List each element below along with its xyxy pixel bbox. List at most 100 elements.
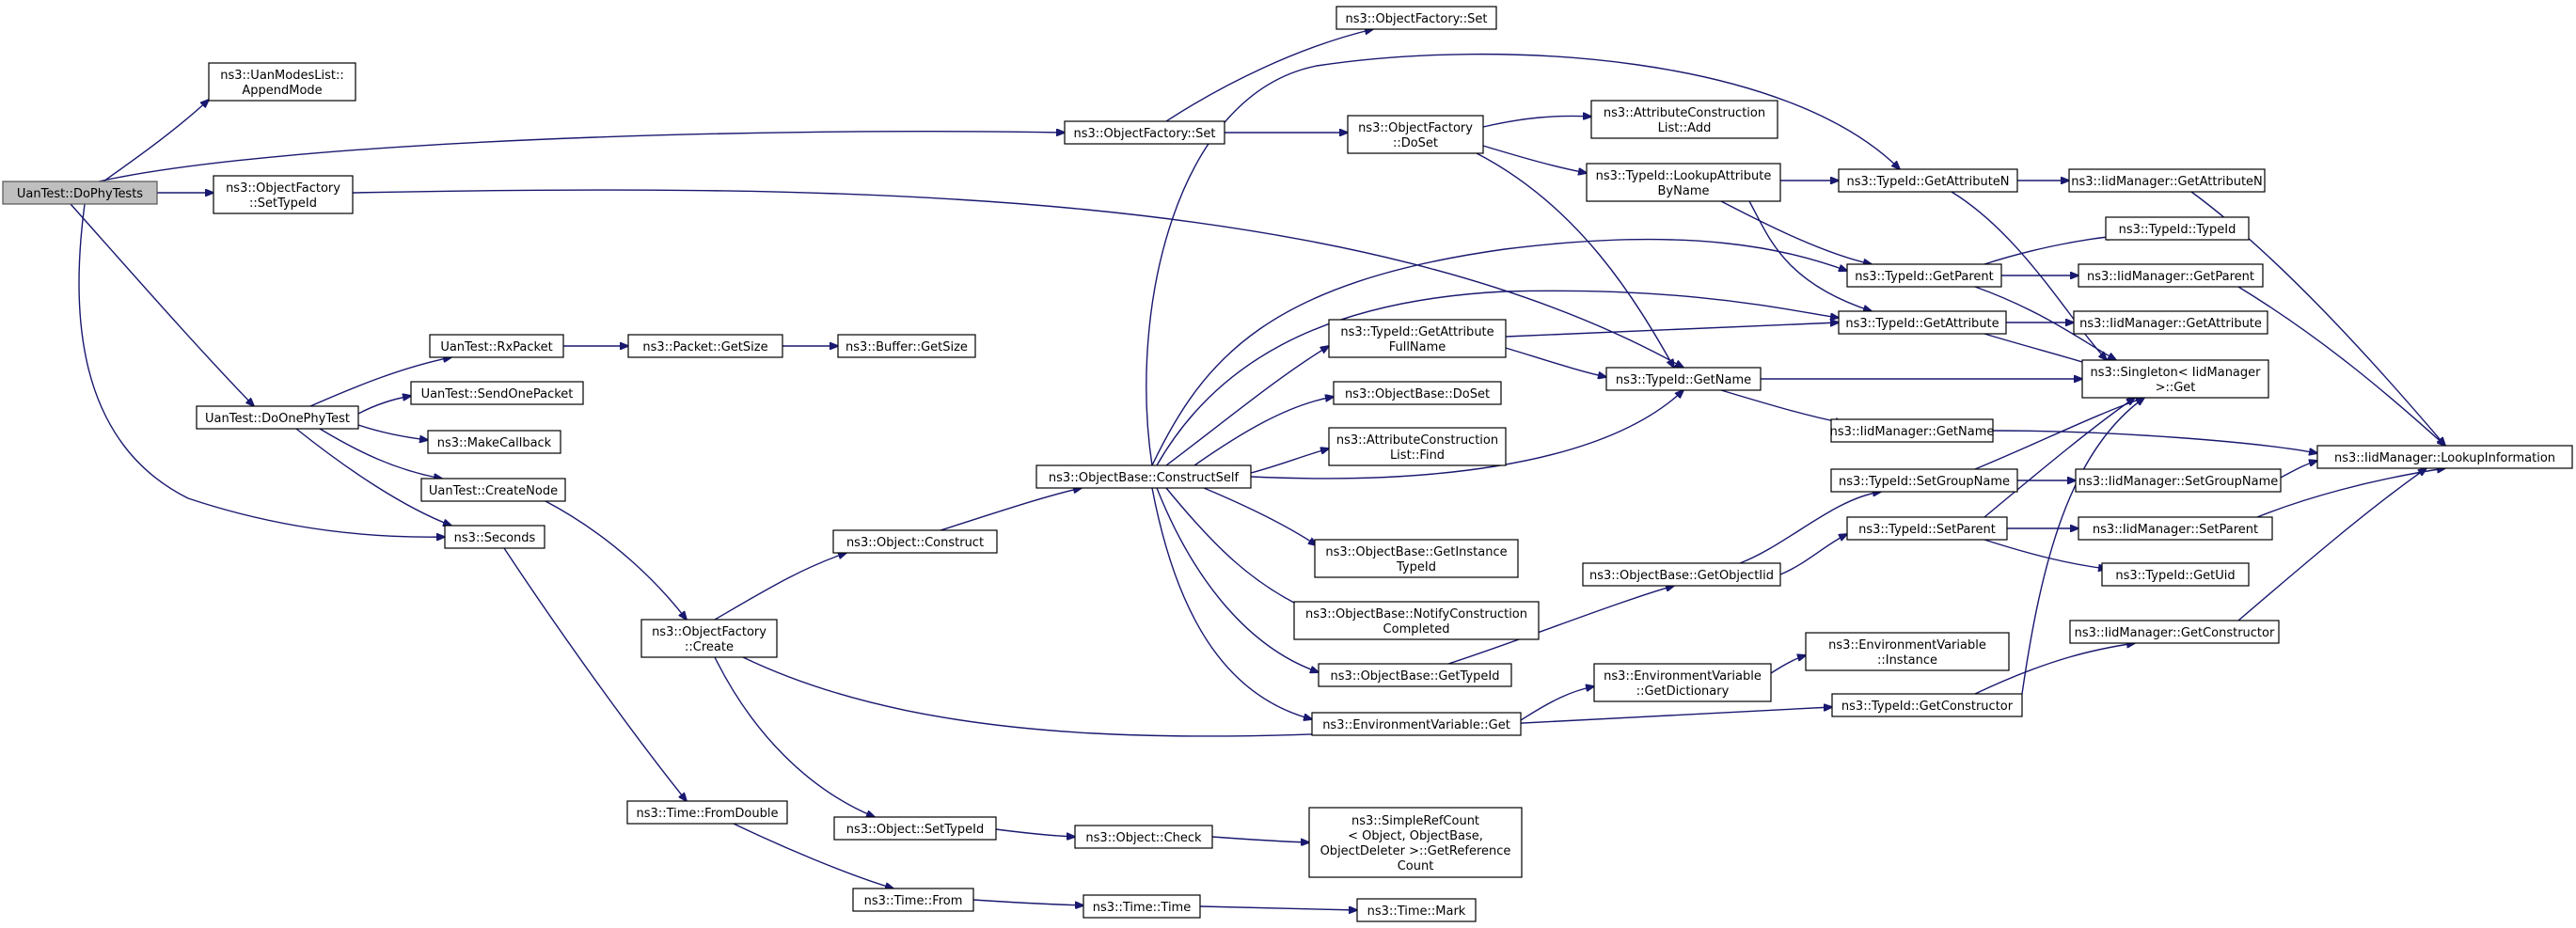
node-iidsetgroupname[interactable]: ns3::IidManager::SetGroupName (2075, 468, 2282, 493)
node-ofdoset[interactable]: ns3::ObjectFactory::DoSet (1347, 115, 1484, 154)
node-label: ns3::Object::Construct (846, 536, 984, 550)
node-label: ns3::IidManager::GetAttributeN (2071, 175, 2263, 189)
node-objconstruct[interactable]: ns3::Object::Construct (832, 529, 998, 554)
node-getconstructor[interactable]: ns3::TypeId::GetConstructor (1831, 693, 2023, 717)
node-getattribute[interactable]: ns3::TypeId::GetAttribute (1838, 310, 2007, 335)
node-getuid[interactable]: ns3::TypeId::GetUid (2101, 562, 2250, 587)
edge-timetime-to-timemark (1199, 905, 1357, 910)
node-label: ns3::EnvironmentVariable (1828, 638, 1986, 653)
node-envgetdict[interactable]: ns3::EnvironmentVariable::GetDictionary (1593, 663, 1772, 702)
node-label: ns3::ObjectFactory (1358, 121, 1473, 135)
edge-constructself-to-getparent (1151, 238, 1847, 466)
node-setgroupname[interactable]: ns3::TypeId::SetGroupName (1830, 468, 2018, 493)
edge-constructself-to-getattribute (1156, 290, 1839, 466)
edge-root-to-uanmodes (103, 100, 209, 182)
edge-obgetobjectiid-to-setparent (1779, 534, 1847, 575)
edge-doonephy-to-rxpacket (309, 357, 451, 407)
node-label: ns3::UanModesList:: (220, 69, 343, 83)
node-timemark[interactable]: ns3::Time::Mark (1356, 898, 1477, 922)
node-label: AppendMode (242, 84, 322, 98)
node-label: ns3::ObjectBase::NotifyConstruction (1305, 607, 1527, 621)
node-label: ns3::TypeId::GetAttributeN (1846, 175, 2009, 189)
edge-getconstructor-to-singleton (2021, 398, 2144, 695)
edge-getattrfullname-to-getattribute (1505, 322, 1839, 338)
node-iidgetattribute[interactable]: ns3::IidManager::GetAttribute (2073, 310, 2268, 335)
node-label: ns3::EnvironmentVariable::Get (1322, 718, 1510, 732)
edge-objcheck-to-simplerefcount (1211, 836, 1309, 842)
edge-ofdoset-to-lookupbyname (1482, 145, 1587, 173)
node-label: UanTest::CreateNode (429, 484, 558, 498)
node-obgetobjectiid[interactable]: ns3::ObjectBase::GetObjectIid (1582, 562, 1781, 587)
node-getparent[interactable]: ns3::TypeId::GetParent (1846, 263, 2002, 288)
node-doonephy[interactable]: UanTest::DoOnePhyTest (196, 405, 359, 430)
edge-ofsettypeid-to-getname (352, 189, 1683, 368)
node-timefrom[interactable]: ns3::Time::From (852, 888, 974, 912)
node-label: UanTest::DoOnePhyTest (205, 412, 350, 426)
node-timetime[interactable]: ns3::Time::Time (1083, 894, 1201, 919)
node-label: ns3::IidManager::GetName (1830, 425, 1995, 439)
node-iidgetattrn[interactable]: ns3::IidManager::GetAttributeN (2068, 168, 2266, 193)
edge-constructself-to-ofset2 (1146, 53, 1900, 466)
node-label: ns3::IidManager::LookupInformation (2334, 451, 2555, 465)
node-iidgetparent[interactable]: ns3::IidManager::GetParent (2078, 263, 2264, 288)
node-envinstance[interactable]: ns3::EnvironmentVariable::Instance (1805, 632, 2010, 671)
node-bufgetsize[interactable]: ns3::Buffer::GetSize (837, 334, 976, 358)
node-timefromdouble[interactable]: ns3::Time::FromDouble (626, 800, 788, 825)
node-seconds[interactable]: ns3::Seconds (444, 525, 545, 549)
node-getattrn[interactable]: ns3::TypeId::GetAttributeN (1838, 168, 2018, 193)
node-getname[interactable]: ns3::TypeId::GetName (1605, 367, 1762, 391)
node-obdoset[interactable]: ns3::ObjectBase::DoSet (1333, 381, 1502, 405)
node-sendone[interactable]: UanTest::SendOnePacket (410, 381, 584, 405)
node-label: ns3::Time::Mark (1367, 904, 1466, 919)
node-label: < Object, ObjectBase, (1348, 829, 1483, 843)
node-ofset[interactable]: ns3::ObjectFactory::Set (1064, 120, 1225, 145)
node-ofcreate[interactable]: ns3::ObjectFactory::Create (640, 619, 778, 658)
edge-timefrom-to-timetime (972, 899, 1083, 905)
node-simplerefcount[interactable]: ns3::SimpleRefCount< Object, ObjectBase,… (1308, 807, 1523, 878)
node-envget[interactable]: ns3::EnvironmentVariable::Get (1311, 712, 1522, 736)
edge-root-to-doonephy (70, 203, 254, 406)
node-setparent[interactable]: ns3::TypeId::SetParent (1846, 516, 2008, 541)
node-lookupinfo[interactable]: ns3::IidManager::LookupInformation (2316, 445, 2573, 469)
node-makecallback[interactable]: ns3::MakeCallback (427, 430, 561, 454)
node-obgettypeid[interactable]: ns3::ObjectBase::GetTypeId (1318, 663, 1512, 687)
node-typeidtypeid[interactable]: ns3::TypeId::TypeId (2105, 216, 2250, 241)
edge-iidgetconstructor-to-lookupinfo (2237, 468, 2426, 621)
edge-seconds-to-timefromdouble (503, 547, 687, 801)
node-uanmodes[interactable]: ns3::UanModesList::AppendMode (208, 62, 356, 102)
node-createnode[interactable]: UanTest::CreateNode (420, 478, 566, 502)
node-constructself[interactable]: ns3::ObjectBase::ConstructSelf (1035, 464, 1252, 489)
node-iidsetparent[interactable]: ns3::IidManager::SetParent (2078, 516, 2273, 541)
edge-getparent-to-singleton (1974, 286, 2116, 360)
node-pktgetsize[interactable]: ns3::Packet::GetSize (627, 334, 783, 358)
node-label: >::Get (2156, 381, 2196, 395)
node-ofsettypeid[interactable]: ns3::ObjectFactory::SetTypeId (213, 175, 354, 214)
node-label: ns3::TypeId::GetName (1616, 373, 1751, 387)
node-root[interactable]: UanTest::DoPhyTests (2, 181, 158, 205)
edge-iidsetgroupname-to-lookupinfo (2280, 461, 2317, 479)
edge-getparent-to-typeidtypeid (1983, 236, 2116, 265)
edge-setparent-to-getuid (1983, 539, 2107, 569)
edge-root-to-seconds (78, 203, 445, 537)
node-label: ns3::EnvironmentVariable (1604, 669, 1762, 684)
node-iidgetname[interactable]: ns3::IidManager::GetName (1830, 418, 1995, 443)
node-label: ns3::TypeId::SetGroupName (1839, 475, 2010, 489)
node-iidgetconstructor[interactable]: ns3::IidManager::GetConstructor (2069, 620, 2280, 644)
node-objcheck[interactable]: ns3::Object::Check (1074, 825, 1213, 849)
node-objsettypeid[interactable]: ns3::Object::SetTypeId (833, 816, 997, 841)
node-label: ns3::Time::From (864, 894, 963, 908)
node-rxpacket[interactable]: UanTest::RxPacket (429, 334, 564, 358)
edge-ofset-to-ofset2 (1165, 29, 1373, 122)
node-singleton[interactable]: ns3::Singleton< IidManager>::Get (2081, 359, 2269, 399)
node-obnotify[interactable]: ns3::ObjectBase::NotifyConstructionCompl… (1293, 601, 1540, 640)
node-label: ns3::TypeId::GetAttribute (1845, 317, 1999, 331)
node-ofset2[interactable]: ns3::ObjectFactory::Set (1335, 6, 1497, 30)
edge-objsettypeid-to-objcheck (995, 828, 1075, 837)
node-label: ns3::SimpleRefCount (1351, 814, 1479, 828)
node-label: List::Find (1390, 448, 1445, 463)
